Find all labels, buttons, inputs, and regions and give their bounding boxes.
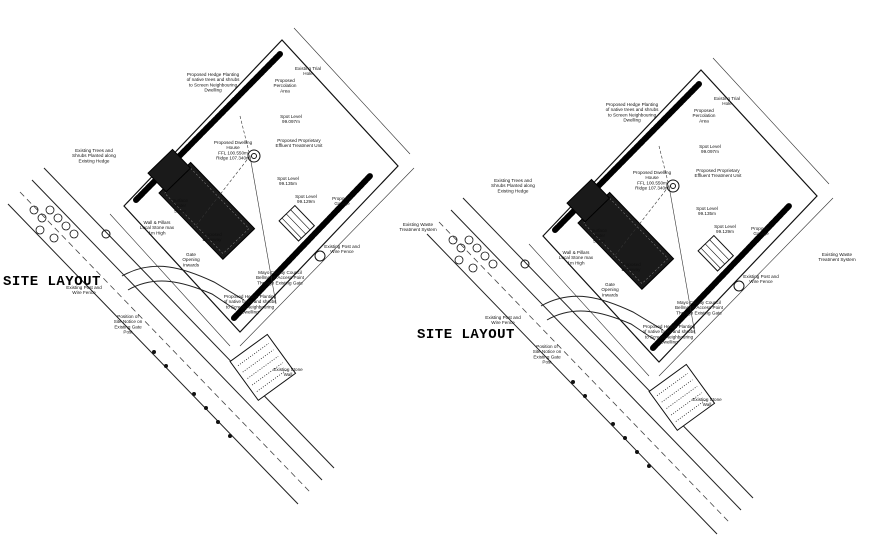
right-site-plan [427, 58, 833, 534]
site-layout-title-right: SITE LAYOUT [417, 327, 515, 343]
left-site-plan [8, 28, 414, 504]
site-layout-title-left: SITE LAYOUT [3, 274, 101, 290]
